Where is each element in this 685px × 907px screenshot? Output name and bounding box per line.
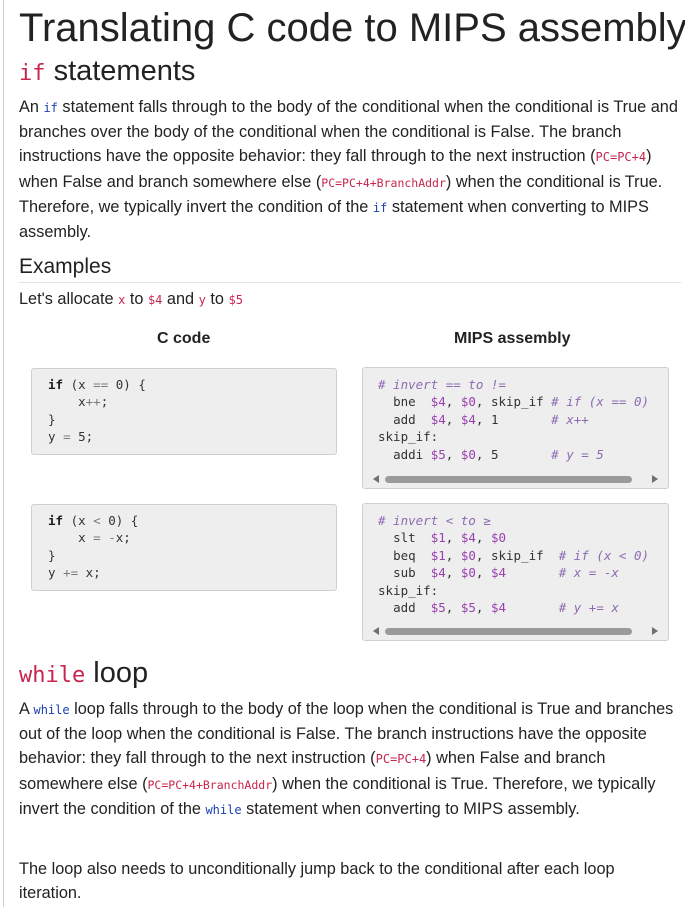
scrollbar-thumb[interactable] <box>385 476 632 483</box>
allocation-line: Let's allocate x to $4 and y to $5 <box>19 287 681 312</box>
code-label: skip_if: <box>378 429 439 445</box>
code-line: sub $4, $0, $4 # x = -x <box>393 565 619 581</box>
text-run: Let's allocate <box>19 290 119 308</box>
code-line: bne $4, $0, skip_if # if (x == 0) <box>393 394 649 410</box>
while-keyword: while <box>19 663 86 688</box>
inline-code: PC=PC+4+BranchAddr <box>321 175 446 190</box>
code-line: addi $5, $0, 5 # y = 5 <box>393 446 604 462</box>
inline-code: while <box>205 802 242 817</box>
code-line: y += x; <box>48 565 101 581</box>
code-line: (x < 0) { <box>70 513 139 528</box>
mips-column-header: MIPS assembly <box>454 330 571 347</box>
scrollbar-thumb[interactable] <box>385 628 632 635</box>
mips-code-2: # invert < to ≥ slt $1, $4, $0 beq $1, $… <box>378 512 649 616</box>
code-line: x++; <box>78 394 109 410</box>
text-run: A <box>19 700 34 718</box>
scroll-left-arrow-icon[interactable] <box>373 475 379 483</box>
text-run: ) when the conditional is True. Therefor… <box>19 774 656 818</box>
c-code-block-1: if (x == 0) { x++; } y = 5; <box>31 368 337 455</box>
inline-code: PC=PC+4+BranchAddr <box>147 777 273 792</box>
while-paragraph-2: The loop also needs to unconditionally j… <box>19 860 615 903</box>
inline-code: x <box>118 293 126 307</box>
mips-code-1: # invert == to != bne $4, $0, skip_if # … <box>378 376 649 463</box>
scroll-left-arrow-icon[interactable] <box>373 627 379 635</box>
code-line: beq $1, $0, skip_if # if (x < 0) <box>393 547 649 563</box>
examples-heading: Examples <box>19 255 112 278</box>
c-code-1: if (x == 0) { x++; } y = 5; <box>48 376 146 446</box>
code-keyword: if <box>48 513 64 528</box>
code-line: x = -x; <box>78 530 131 546</box>
if-paragraph: An if statement falls through to the bod… <box>19 95 681 244</box>
text-run: and <box>162 290 199 308</box>
code-line: } <box>48 547 56 563</box>
code-line: slt $1, $4, $0 <box>393 530 507 546</box>
while-heading-text: loop <box>93 657 149 689</box>
inline-code: PC=PC+4 <box>595 150 647 165</box>
text-run: statement when converting to MIPS assemb… <box>241 799 580 818</box>
inline-code: if <box>372 200 388 215</box>
page-title: Translating C code to MIPS assembly <box>19 6 685 50</box>
code-line: y = 5; <box>48 429 94 445</box>
horizontal-scrollbar[interactable] <box>371 474 660 484</box>
if-section-heading: if statements <box>19 55 195 90</box>
while-paragraph: A while loop falls through to the body o… <box>19 697 681 822</box>
inline-code: PC=PC+4 <box>375 752 427 767</box>
examples-divider <box>19 282 681 283</box>
if-heading-text: statements <box>53 55 196 87</box>
text-run: statement when converting to MIPS assemb… <box>19 197 649 242</box>
mips-code-block-1: # invert == to != bne $4, $0, skip_if # … <box>362 367 669 489</box>
mips-code-block-2: # invert < to ≥ slt $1, $4, $0 beq $1, $… <box>362 503 669 641</box>
text-run: loop falls through to the body of the lo… <box>19 700 674 768</box>
if-keyword: if <box>19 61 46 86</box>
inline-code: y <box>198 293 206 307</box>
text-run: to <box>205 290 229 308</box>
code-line: add $5, $5, $4 # y += x <box>393 600 619 616</box>
scroll-right-arrow-icon[interactable] <box>652 627 658 635</box>
text-run: ) when False and branch somewhere else ( <box>19 147 652 191</box>
horizontal-scrollbar[interactable] <box>371 626 660 636</box>
inline-code: while <box>33 703 70 717</box>
code-keyword: if <box>48 377 64 392</box>
text-run: to <box>125 290 148 308</box>
text-run: ) when the conditional is True. Therefor… <box>19 172 663 216</box>
inline-code: $5 <box>228 293 243 307</box>
scroll-right-arrow-icon[interactable] <box>652 475 658 483</box>
left-border <box>3 0 4 907</box>
c-code-block-2: if (x < 0) { x = -x; } y += x; <box>31 504 337 591</box>
code-line: add $4, $4, 1 # x++ <box>393 411 589 427</box>
inline-code: if <box>43 101 58 115</box>
while-section-heading: while loop <box>19 657 148 692</box>
code-line: } <box>48 411 56 427</box>
text-run: statement falls through to the body of t… <box>19 98 678 166</box>
code-line: (x == 0) { <box>70 377 146 392</box>
text-run: ) when False and branch somewhere else ( <box>19 749 606 793</box>
c-code-2: if (x < 0) { x = -x; } y += x; <box>48 512 138 582</box>
code-comment: # invert < to ≥ <box>378 513 491 528</box>
c-code-column-header: C code <box>157 330 211 347</box>
code-comment: # invert == to != <box>378 377 506 392</box>
text-run: An <box>19 98 44 116</box>
inline-code: $4 <box>147 293 163 307</box>
code-label: skip_if: <box>378 582 439 598</box>
